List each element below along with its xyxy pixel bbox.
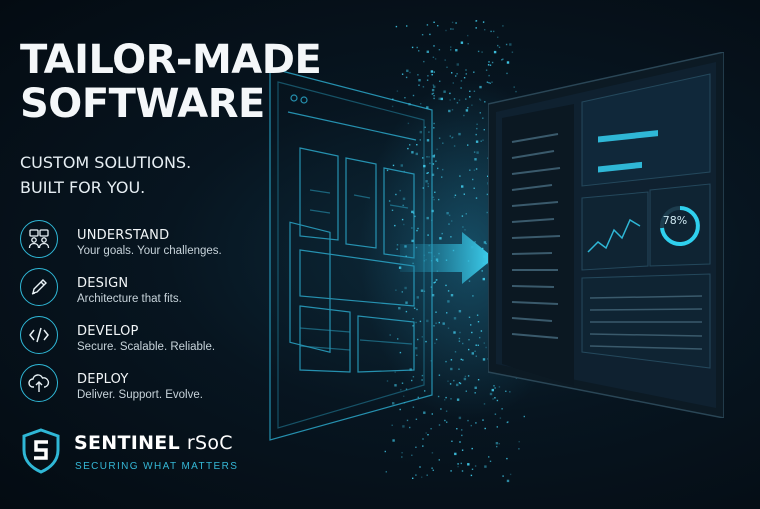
step-understand: UNDERSTAND Your goals. Your challenges. <box>20 220 270 268</box>
step-title: DEVELOP <box>77 324 139 339</box>
gauge-value: 78% <box>662 214 688 227</box>
step-title: DESIGN <box>77 276 129 291</box>
subheadline: CUSTOM SOLUTIONS. BUILT FOR YOU. <box>20 150 191 200</box>
headline-line-2: SOFTWARE <box>20 81 265 127</box>
headline-line-1: TAILOR-MADE <box>20 37 322 83</box>
brand-tagline: SECURING WHAT MATTERS <box>75 461 239 472</box>
step-develop: DEVELOP Secure. Scalable. Reliable. <box>20 316 270 364</box>
step-description: Architecture that fits. <box>77 293 182 305</box>
step-deploy: DEPLOY Deliver. Support. Evolve. <box>20 364 270 412</box>
step-description: Deliver. Support. Evolve. <box>77 389 203 401</box>
brand-name: SENTINEL rSoC <box>74 432 233 454</box>
brand-name-main: SENTINEL <box>74 432 180 454</box>
wireframe-panel <box>269 67 433 441</box>
cloud-upload-icon <box>20 364 58 402</box>
shield-logo-icon <box>22 428 60 474</box>
pencil-icon <box>20 268 58 306</box>
step-description: Secure. Scalable. Reliable. <box>77 341 216 353</box>
headline: TAILOR-MADE SOFTWARE <box>20 37 322 127</box>
arrow-right-icon <box>400 232 494 284</box>
brand-block: SENTINEL rSoC SECURING WHAT MATTERS <box>20 428 280 478</box>
subheadline-line-1: CUSTOM SOLUTIONS. <box>20 153 192 172</box>
step-description: Your goals. Your challenges. <box>77 245 222 257</box>
step-title: DEPLOY <box>77 372 129 387</box>
people-chat-icon <box>20 220 58 258</box>
dashboard-mockup <box>488 52 724 418</box>
step-design: DESIGN Architecture that fits. <box>20 268 270 316</box>
subheadline-line-2: BUILT FOR YOU. <box>20 178 146 197</box>
step-title: UNDERSTAND <box>77 228 170 243</box>
code-icon <box>20 316 58 354</box>
brand-name-suffix: rSoC <box>186 432 233 454</box>
process-steps: UNDERSTAND Your goals. Your challenges. … <box>20 220 270 412</box>
